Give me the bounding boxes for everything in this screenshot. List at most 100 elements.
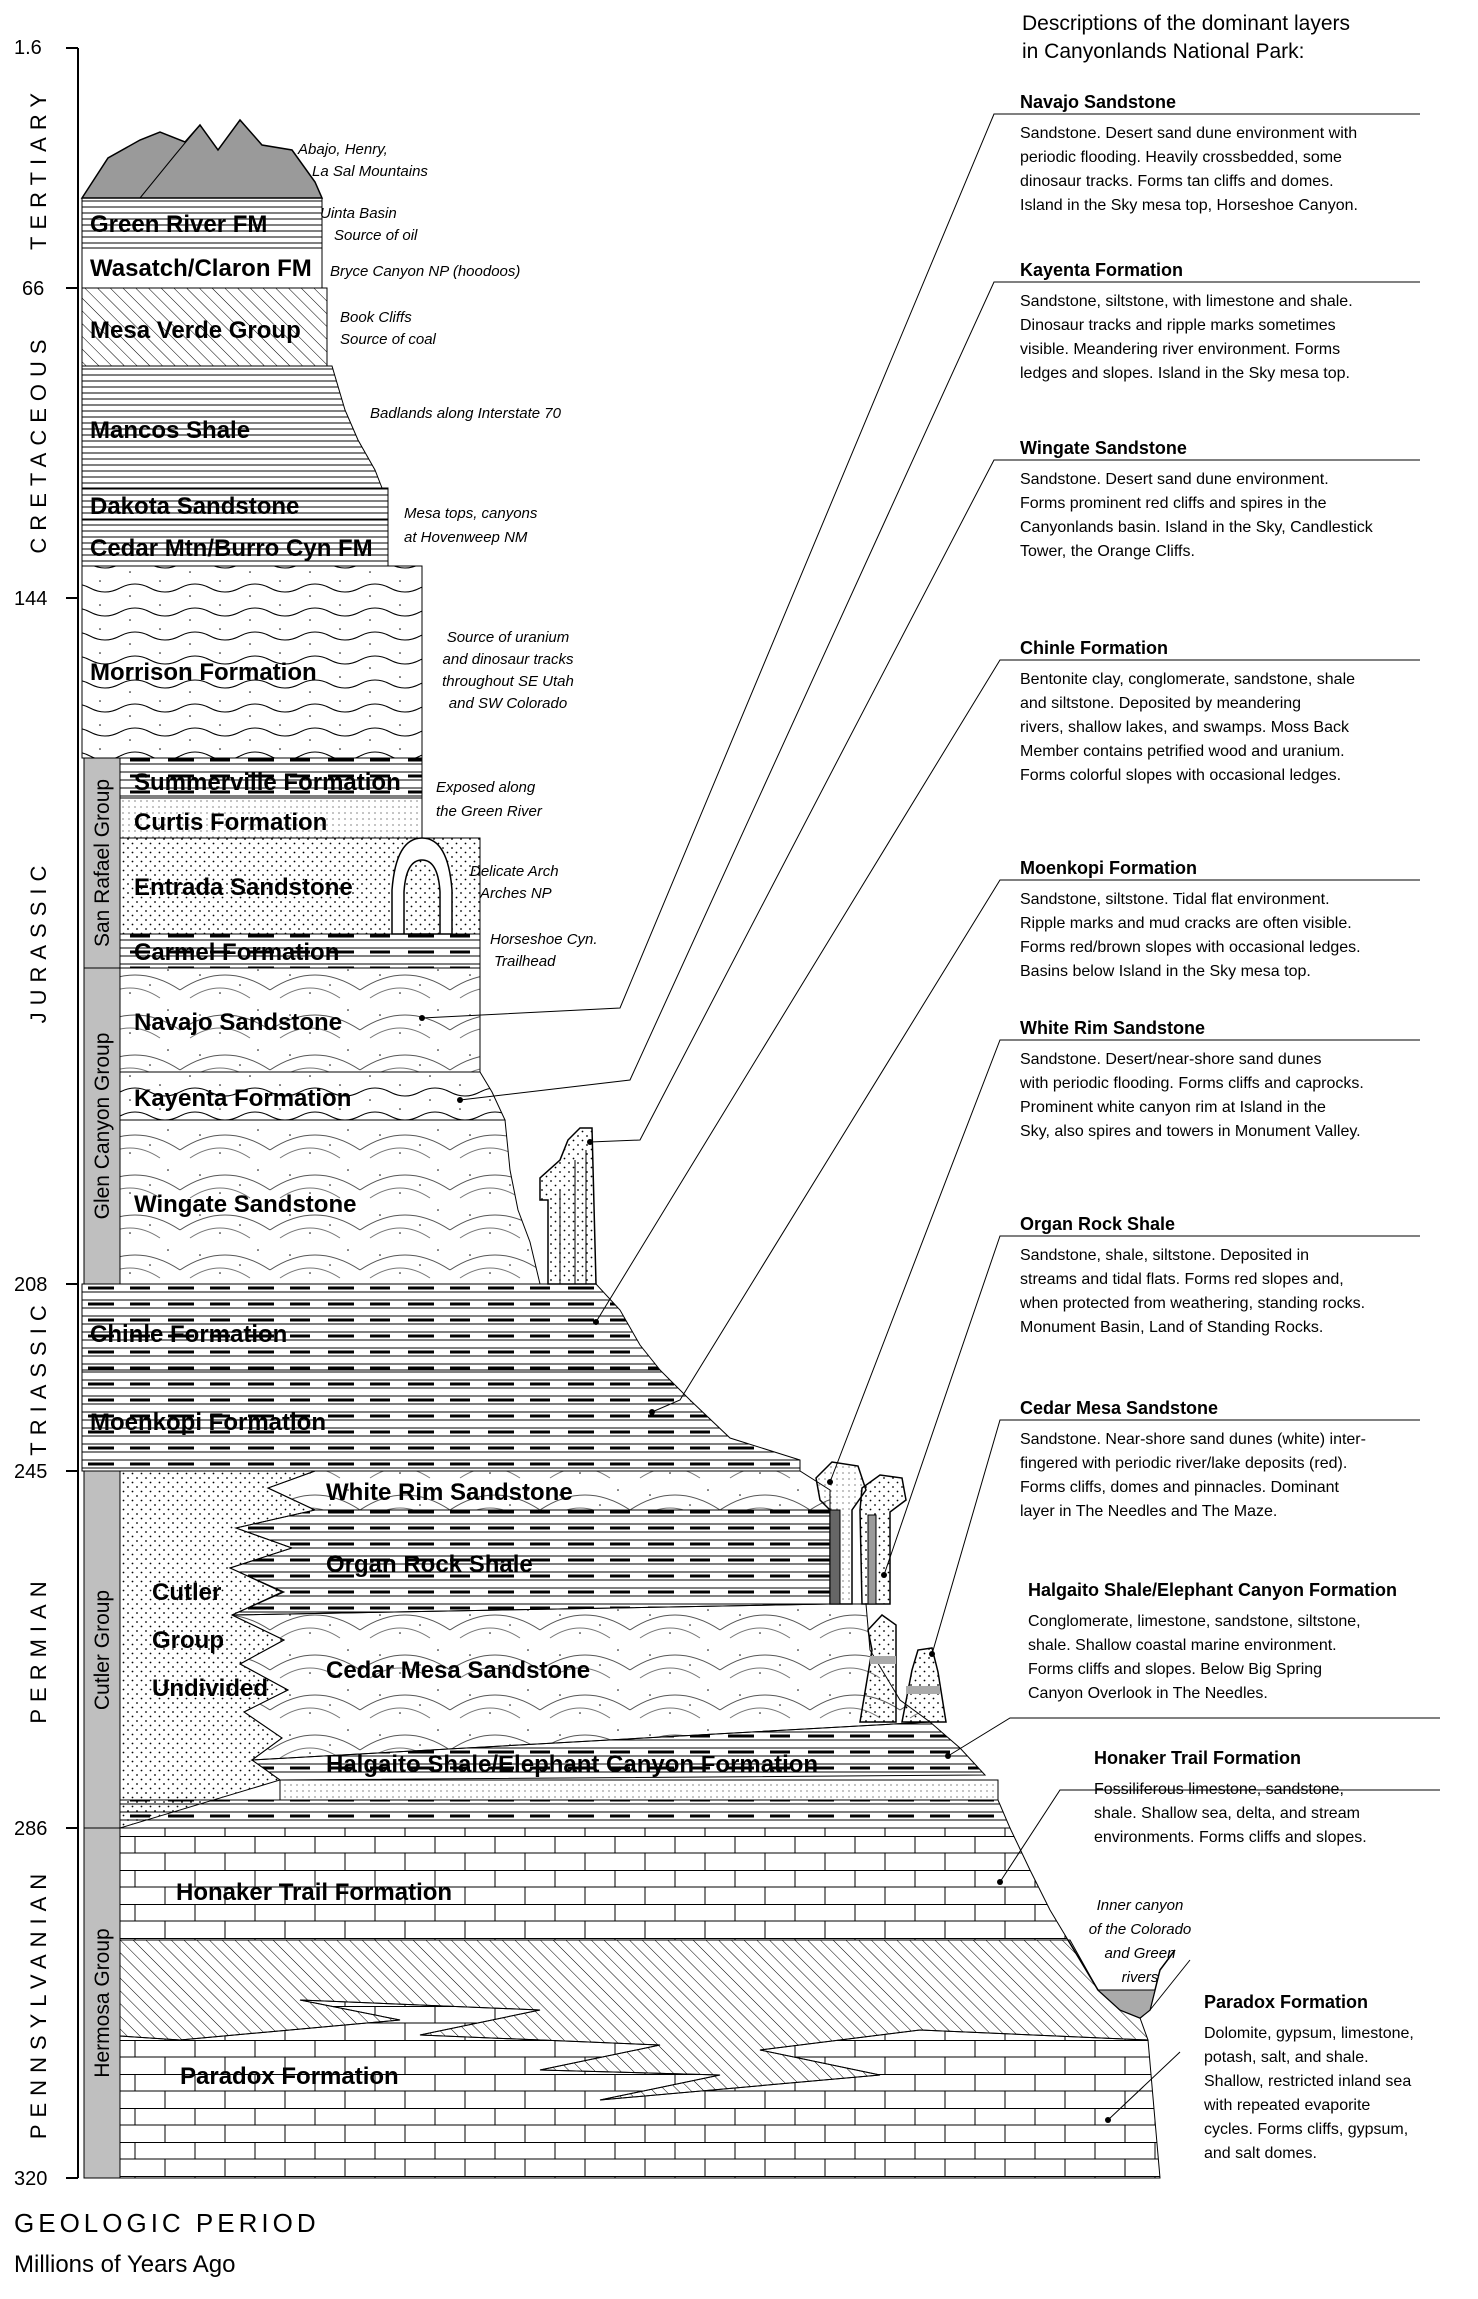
description-line: Sandstone, shale, siltstone. Deposited i…: [1020, 1247, 1309, 1264]
description-line: shale. Shallow sea, delta, and stream: [1094, 1805, 1360, 1822]
description-line: fingered with periodic river/lake deposi…: [1020, 1455, 1347, 1472]
group-label: Cutler Group: [91, 1590, 114, 1710]
description-line: periodic flooding. Heavily crossbedded, …: [1020, 149, 1342, 166]
description-title: Paradox Formation: [1204, 1992, 1368, 2012]
description-line: Island in the Sky mesa top, Horseshoe Ca…: [1020, 197, 1358, 214]
description-line: Sandstone, siltstone, with limestone and…: [1020, 293, 1353, 310]
period-label: CRETACEOUS: [26, 332, 51, 553]
formation-label: Wasatch/Claron FM: [90, 255, 312, 282]
description-line: Dinosaur tracks and ripple marks sometim…: [1020, 317, 1336, 334]
period-label: PERMIAN: [26, 1574, 51, 1723]
leader-lines: [421, 113, 1440, 2121]
description-line: with repeated evaporite: [1203, 2097, 1370, 2114]
tick-label: 144: [14, 588, 47, 610]
description-line: Fossiliferous limestone, sandstone,: [1094, 1781, 1344, 1798]
layer-paradox-lower: [119, 1999, 1161, 2179]
description-line: rivers, shallow lakes, and swamps. Moss …: [1020, 719, 1350, 736]
header-line2: in Canyonlands National Park:: [1022, 40, 1305, 63]
formation-label: Curtis Formation: [134, 809, 327, 836]
description-title: Organ Rock Shale: [1020, 1214, 1175, 1234]
description-line: Conglomerate, limestone, sandstone, silt…: [1028, 1613, 1361, 1630]
description-line: Tower, the Orange Cliffs.: [1020, 543, 1195, 560]
axis-subtitle: Millions of Years Ago: [14, 2251, 235, 2278]
description-line: Canyonlands basin. Island in the Sky, Ca…: [1020, 519, 1374, 536]
description-line: and siltstone. Deposited by meandering: [1020, 695, 1301, 712]
description-title: Halgaito Shale/Elephant Canyon Formation: [1028, 1580, 1397, 1600]
description-line: Sandstone. Desert/near-shore sand dunes: [1020, 1051, 1322, 1068]
description-line: Sky, also spires and towers in Monument …: [1020, 1123, 1361, 1140]
formation-label: Kayenta Formation: [134, 1085, 351, 1112]
description-line: Forms cliffs and slopes. Below Big Sprin…: [1028, 1661, 1322, 1678]
formation-label: Halgaito Shale/Elephant Canyon Formation: [326, 1751, 818, 1778]
description-line: and salt domes.: [1204, 2145, 1317, 2162]
layer-cedar-mtn: [81, 519, 389, 567]
layer-halgaito: [250, 1721, 987, 1781]
cutler-undivided-label: Group: [152, 1627, 224, 1654]
tick-label: 320: [14, 2168, 47, 2190]
formation-label: Mancos Shale: [90, 417, 250, 444]
description-line: visible. Meandering river environment. F…: [1020, 341, 1340, 358]
formation-label: Summerville Formation: [134, 769, 401, 796]
group-label: Hermosa Group: [91, 1928, 114, 2077]
formation-label: Dakota Sandstone: [90, 493, 299, 520]
cutler-undivided-label: Undivided: [152, 1675, 268, 1702]
note-bryce: Bryce Canyon NP (hoodoos): [330, 263, 520, 280]
description-line: Basins below Island in the Sky mesa top.: [1020, 963, 1311, 980]
group-label: Glen Canyon Group: [91, 1033, 114, 1220]
group-bar-san-rafael: [83, 757, 121, 969]
formation-label: Carmel Formation: [134, 939, 339, 966]
formation-label: Entrada Sandstone: [134, 874, 353, 901]
description-title: Wingate Sandstone: [1020, 438, 1187, 458]
standing-rock-icon: [859, 1474, 907, 1605]
header-line1: Descriptions of the dominant layers: [1022, 12, 1350, 35]
tick-label: 1.6: [14, 37, 42, 59]
formation-label: Cedar Mtn/Burro Cyn FM: [90, 535, 373, 562]
description-line: Forms cliffs, domes and pinnacles. Domin…: [1020, 1479, 1340, 1496]
description-line: Shallow, restricted inland sea: [1204, 2073, 1411, 2090]
arch-icon: [391, 837, 453, 935]
note-horseshoe: Horseshoe Cyn.Trailhead: [490, 931, 598, 970]
formation-label: Green River FM: [90, 211, 267, 238]
description-line: dinosaur tracks. Forms tan cliffs and do…: [1020, 173, 1334, 190]
layer-kayenta: [119, 1071, 506, 1121]
description-line: Canyon Overlook in The Needles.: [1028, 1685, 1268, 1702]
description-title: Honaker Trail Formation: [1094, 1748, 1301, 1768]
layer-halgaito-base: [279, 1779, 999, 1801]
description-title: Navajo Sandstone: [1020, 92, 1176, 112]
period-label: PENNSYLVANIAN: [26, 1867, 51, 2139]
description-line: shale. Shallow coastal marine environmen…: [1028, 1637, 1337, 1654]
description-line: potash, salt, and shale.: [1204, 2049, 1369, 2066]
tick-label: 66: [22, 278, 44, 300]
tick-label: 245: [14, 1461, 47, 1483]
description-line: Sandstone, siltstone. Tidal flat environ…: [1020, 891, 1330, 908]
cutler-undivided-label: Cutler: [152, 1579, 221, 1606]
layer-mesa-verde: [81, 287, 328, 367]
layer-wasatch: [81, 247, 323, 289]
description-line: ledges and slopes. Island in the Sky mes…: [1020, 365, 1350, 382]
period-label: TRIASSIC: [26, 1298, 51, 1455]
description-line: Sandstone. Near-shore sand dunes (white)…: [1020, 1431, 1366, 1448]
description-line: Forms prominent red cliffs and spires in…: [1020, 495, 1327, 512]
formation-label: Paradox Formation: [180, 2063, 399, 2090]
description-title: Chinle Formation: [1020, 638, 1168, 658]
formation-label: Organ Rock Shale: [326, 1551, 533, 1578]
formation-label: Honaker Trail Formation: [176, 1879, 452, 1906]
leader-dots: [419, 1015, 1111, 2123]
description-line: Monument Basin, Land of Standing Rocks.: [1020, 1319, 1323, 1336]
period-label: JURASSIC: [26, 859, 51, 1024]
axis-ticks: [66, 47, 78, 2179]
mountains-layer: [80, 118, 324, 199]
description-line: Forms red/brown slopes with occasional l…: [1020, 939, 1361, 956]
description-line: layer in The Needles and The Maze.: [1020, 1503, 1277, 1520]
layer-morrison: [81, 565, 423, 759]
formation-label: Wingate Sandstone: [134, 1191, 356, 1218]
formation-label: Chinle Formation: [90, 1321, 287, 1348]
description-line: Dolomite, gypsum, limestone,: [1204, 2025, 1414, 2042]
note-badlands: Badlands along Interstate 70: [370, 405, 562, 422]
